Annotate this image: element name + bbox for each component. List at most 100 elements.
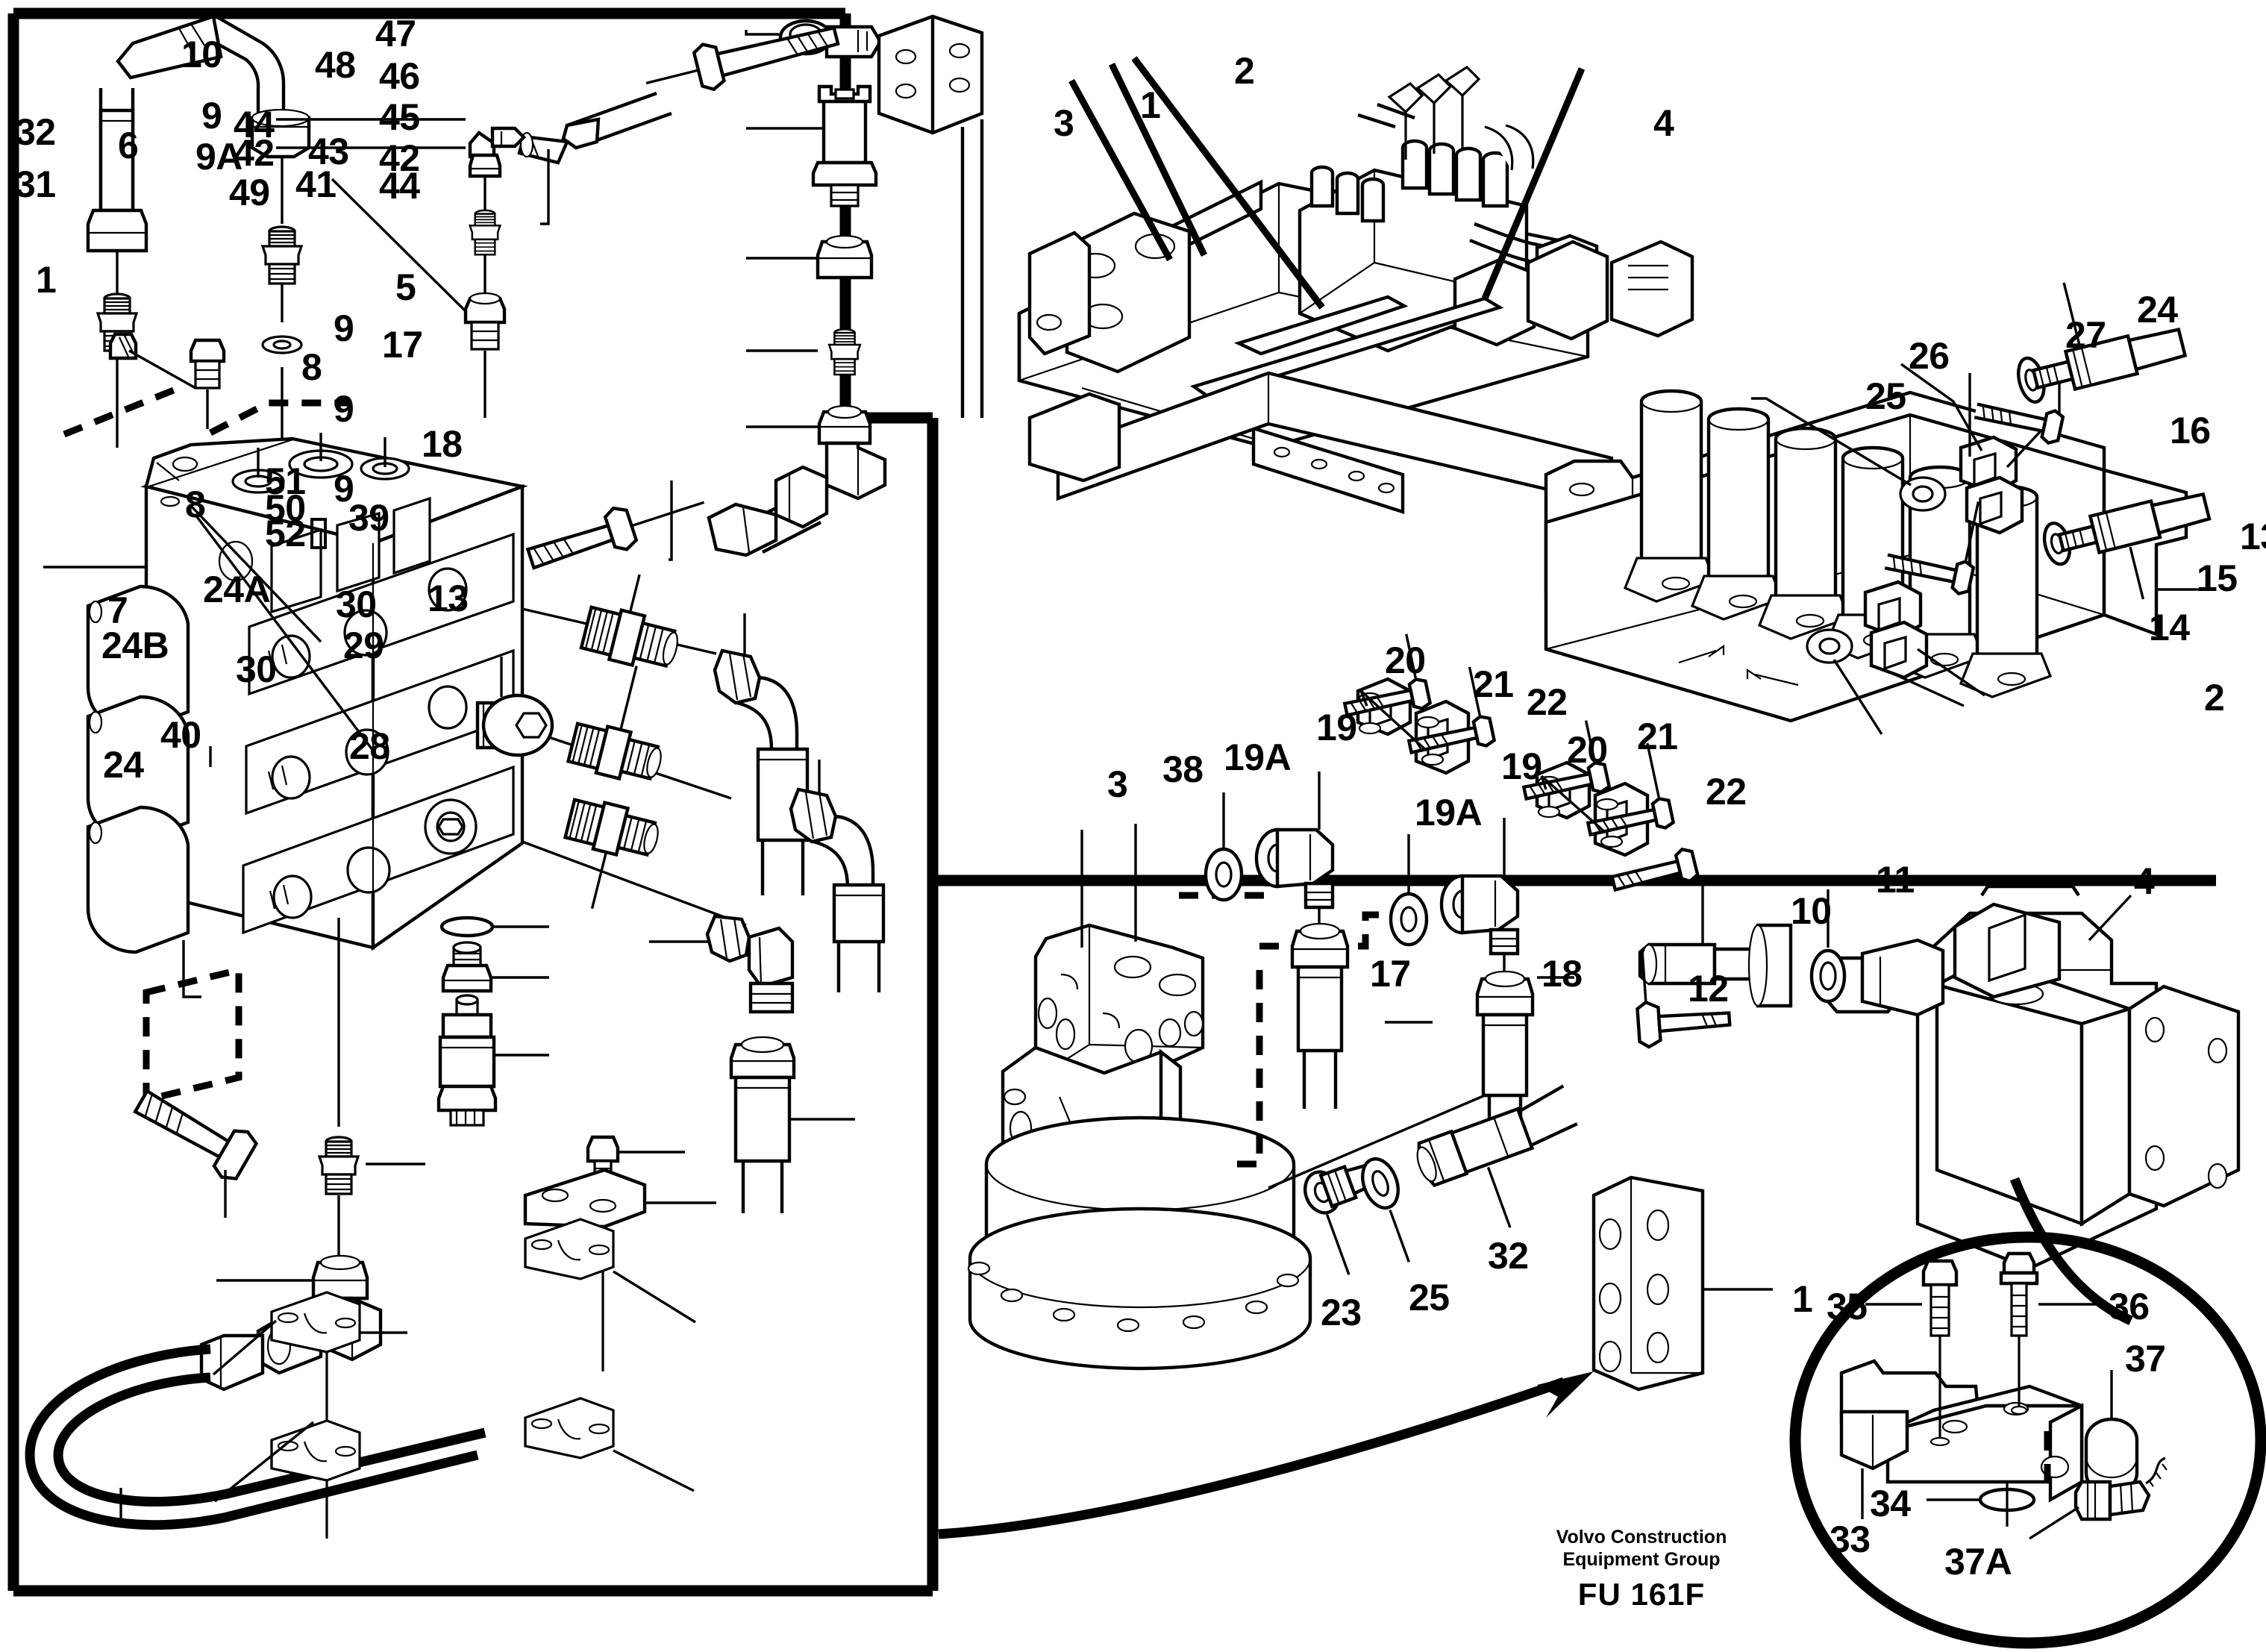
leader-3 [1068, 78, 1173, 262]
part-35-bolt [1865, 1259, 1959, 1447]
part-22-bolt-a [1406, 666, 1497, 755]
bracket-plate [877, 14, 984, 418]
callout-19-b: 19 [1501, 745, 1542, 787]
callout-24: 24 [2137, 289, 2178, 331]
part-25-washer-b [1361, 1157, 1410, 1263]
part-13-connector [2042, 492, 2212, 600]
callout-29: 29 [343, 625, 384, 666]
part-42-fitting-bottom [746, 328, 862, 376]
callout-27: 27 [2065, 314, 2106, 356]
callout-46: 46 [379, 55, 420, 97]
install-line-3 [522, 840, 747, 927]
callout-machine-2: 2 [1234, 50, 1255, 92]
callout-9A: 9A [195, 136, 242, 178]
callout-11: 11 [1876, 859, 1915, 901]
callout-44-bottom: 44 [379, 165, 420, 207]
callout-1-bracket: 1 [1792, 1278, 1813, 1320]
part-4-pump [1826, 884, 2241, 1325]
callout-30-top: 30 [336, 583, 377, 625]
part-18-hose [789, 760, 886, 992]
callout-12: 12 [1688, 968, 1729, 1010]
part-15-clamp-pair [1863, 580, 1985, 707]
part-28-clamp-lower [524, 1397, 695, 1492]
dashed-guide-2 [208, 399, 351, 437]
callout-20-a: 20 [1385, 639, 1426, 681]
part-9-fitting-top [261, 225, 303, 285]
part-40-clamp-upper [212, 1291, 361, 1431]
callout-1-valve: 1 [36, 259, 57, 301]
callout-24B: 24B [101, 625, 169, 666]
part-52-cartridge [436, 994, 549, 1127]
part-12-bolt [1636, 951, 1732, 1049]
callout-40: 40 [160, 714, 201, 756]
callout-44-top: 44 [234, 104, 275, 146]
part-37A-plug [2029, 1457, 2168, 1540]
part-10-coupling [1638, 880, 1793, 1008]
part-50-fitting [441, 941, 549, 993]
callout-17: 17 [382, 324, 423, 366]
callout-39: 39 [348, 497, 389, 539]
part-28-clamp-upper [524, 1218, 696, 1324]
lead-axis-23 [1268, 1094, 1486, 1189]
callout-23: 23 [1321, 1292, 1362, 1333]
callout-13-valve: 13 [2240, 516, 2266, 557]
valve-port-rows [242, 532, 515, 935]
part-19-elbow-b [1439, 818, 1520, 979]
callout-19A-a: 19A [1224, 736, 1292, 778]
leader-1 [1108, 63, 1208, 257]
part-9-fitting-r1 [579, 574, 678, 669]
part-27-bolt [1974, 402, 2065, 445]
callout-8-bottom: 8 [185, 484, 206, 525]
motor-flange-bolts [967, 1261, 1300, 1333]
part-2-valve-block [1544, 391, 2209, 723]
callout-52-number: 52 [265, 513, 306, 554]
part-14-washer [1806, 628, 1883, 735]
part-45-nut [746, 234, 874, 328]
callout-28: 28 [349, 725, 390, 767]
callout-22-b: 22 [1706, 771, 1747, 813]
part-19A-washer-a [1204, 792, 1244, 902]
part-21-bolt-a [1342, 633, 1433, 718]
callout-machine-3: 3 [1054, 102, 1074, 144]
pump-mount-bolt [1609, 847, 1700, 892]
callout-9-r1: 9 [334, 307, 354, 349]
brand-line-2: Equipment Group [1562, 1548, 1721, 1570]
part-24A-fitting [318, 1136, 425, 1195]
callout-15: 15 [2197, 557, 2238, 599]
dashed-guide-1 [63, 384, 181, 438]
callout-25-valve: 25 [1865, 375, 1906, 417]
part-42-fitting-top [469, 209, 501, 256]
callout-5: 5 [395, 266, 416, 308]
callout-10: 10 [181, 34, 222, 75]
part-1-control-valve-block [43, 437, 528, 954]
part-19-elbow-a [1254, 772, 1335, 931]
callout-48: 48 [315, 44, 356, 86]
leader-2 [1131, 56, 1325, 310]
callout-2-valve: 2 [2204, 677, 2225, 719]
detail-circle [1789, 1231, 2266, 1649]
callout-38: 38 [1162, 748, 1204, 790]
part-29-plate [523, 1168, 716, 1229]
part-19A-washer-b [1389, 834, 1429, 947]
callout-18-motor: 18 [1542, 953, 1583, 995]
callout-8-top: 8 [301, 346, 322, 388]
callout-37A: 37A [1944, 1541, 2012, 1583]
callout-9-r3: 9 [334, 468, 354, 510]
lead-43-extension [669, 481, 673, 561]
part-22-bolt-b [1586, 742, 1676, 837]
leader-4 [1481, 67, 1586, 300]
callout-37: 37 [2125, 1338, 2166, 1380]
callout-42-top: 42 [234, 132, 275, 174]
callout-32-motor: 32 [1488, 1235, 1529, 1277]
part-46-cartridge [746, 84, 878, 239]
part-9-fitting-r3 [563, 798, 659, 910]
callout-34: 34 [1870, 1483, 1911, 1524]
lead-20-b [1540, 775, 1607, 834]
part-11-washer [1809, 889, 1847, 1004]
part-7-bolt [133, 1089, 259, 1180]
part-23-fitting [1303, 1163, 1374, 1275]
part-48-bolt [645, 25, 840, 92]
part-32-hose-end [1416, 1084, 1578, 1228]
callout-21-a: 21 [1473, 663, 1514, 705]
lead-20-a [1359, 689, 1428, 752]
